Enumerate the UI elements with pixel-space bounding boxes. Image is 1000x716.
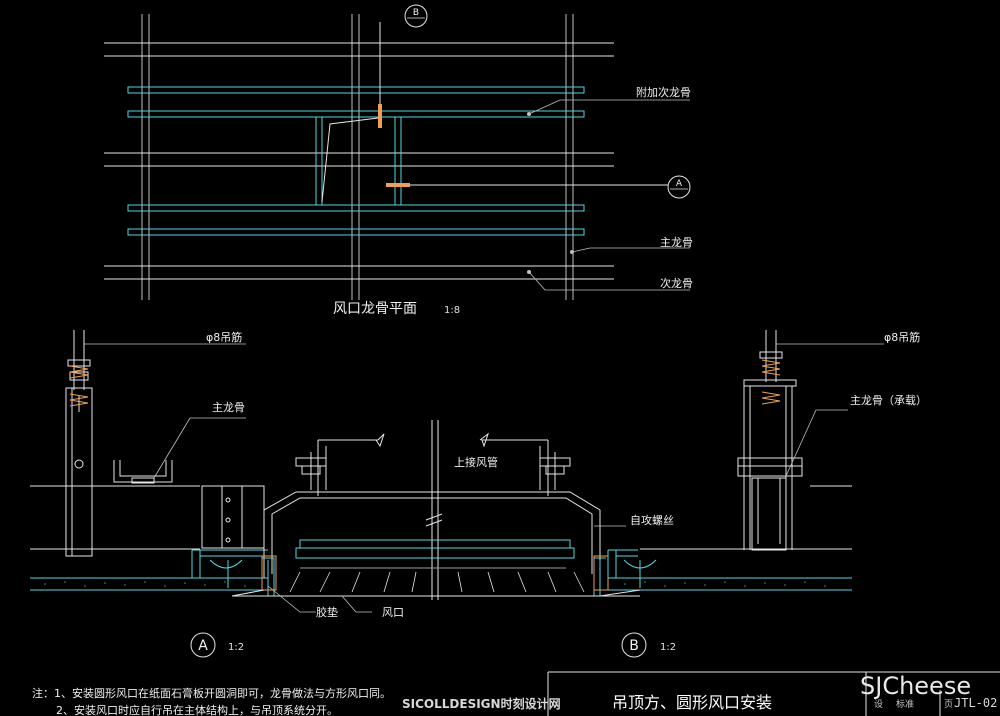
detail-b-label: B: [629, 638, 639, 654]
section-mark-a-label: A: [676, 179, 683, 189]
label-hanger-right: φ8吊筋: [884, 330, 920, 344]
section-leaders: [84, 343, 884, 613]
note-line-1: 注：1、安装圆形风口在纸面石膏板开圆洞即可，龙骨做法与方形风口同。: [32, 686, 391, 700]
vent-housing: [263, 491, 601, 578]
gasket: [261, 555, 609, 591]
note-line-2: 2、安装风口时应自行吊在主体结构上，与吊顶系统分开。: [56, 703, 338, 716]
title-block: 吊顶方、圆形风口安装 设 标准 页 JTL-02: [547, 671, 1000, 716]
detail-mark-a: A 1:2: [190, 632, 244, 658]
section-mark-b-label: B: [413, 8, 419, 18]
plan-opening: [315, 117, 402, 205]
plan-cyan-members: [127, 86, 585, 236]
label-duct: 上接风管: [454, 455, 498, 469]
section-mark-b: B: [404, 4, 428, 28]
plan-leaders: [528, 99, 690, 291]
label-vent: 风口: [382, 606, 404, 619]
right-spring: [761, 359, 781, 405]
board-hatch: [44, 581, 826, 587]
watermark-left: SICOLLDESIGN时刻设计网: [402, 696, 561, 711]
vent-louvers: [289, 571, 585, 593]
title-block-small-left: 设: [874, 699, 883, 710]
section-mark-a: A: [667, 175, 691, 199]
flange-bolts: [295, 452, 571, 490]
drawing-number: JTL-02: [954, 696, 997, 710]
keel-lines: [30, 485, 852, 550]
plan-vertical-members: [141, 14, 574, 300]
detail-a-label: A: [198, 638, 208, 654]
label-extra-secondary-keel: 附加次龙骨: [636, 85, 691, 99]
left-clip: [191, 549, 268, 588]
right-clip: [607, 549, 657, 588]
label-gasket: 胶垫: [316, 605, 338, 619]
title-block-small-mid: 标准: [896, 698, 914, 710]
left-main-keel: [113, 460, 173, 484]
label-main-keel-left: 主龙骨: [212, 401, 245, 414]
label-screw: 自攻螺丝: [630, 513, 674, 527]
detail-mark-b: B 1:2: [621, 632, 676, 658]
plan-horizontal-members: [104, 42, 614, 280]
section-view: [30, 330, 884, 613]
ceiling-board: [30, 577, 852, 591]
left-spring: [69, 365, 89, 407]
left-keel-block: [201, 485, 265, 549]
title-block-title: 吊顶方、圆形风口安装: [612, 693, 772, 712]
title-block-small-right: 页: [944, 699, 953, 710]
detail-b-scale: 1:2: [660, 642, 676, 653]
label-secondary-keel-plan: 次龙骨: [660, 276, 693, 290]
left-hanger: [65, 330, 93, 557]
duct-body: [317, 420, 549, 600]
plan-title: 风口龙骨平面: [333, 301, 417, 317]
label-main-keel-bearing: 主龙骨（承载）: [850, 394, 927, 407]
plan-scale: 1:8: [444, 305, 460, 316]
label-hanger-left: φ8吊筋: [206, 330, 242, 344]
plan-view: [104, 14, 690, 300]
detail-a-scale: 1:2: [228, 642, 244, 653]
label-main-keel-plan: 主龙骨: [660, 236, 693, 249]
watermark-right: SJCheese: [860, 672, 971, 700]
right-hanger: [737, 330, 803, 551]
